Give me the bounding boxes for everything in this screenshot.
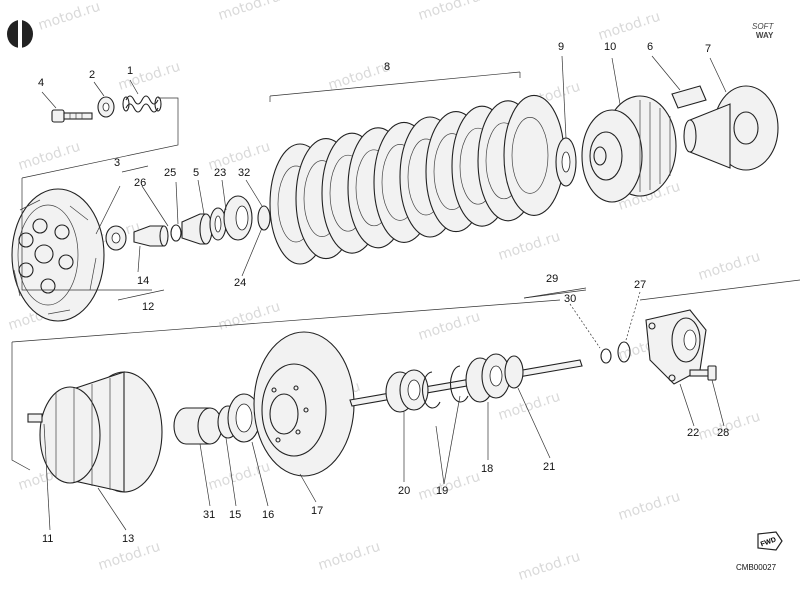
pressure-plate-part-icon <box>11 188 105 322</box>
needle-bearing-part-icon <box>385 369 429 413</box>
watermark-text: motod.ru <box>416 469 482 504</box>
clutch-basket-part-icon <box>27 371 163 493</box>
part-label-19: 19 <box>436 485 448 497</box>
part-label-22: 22 <box>687 427 699 439</box>
thrust-bearing-part-icon <box>223 195 253 241</box>
bushing-part-icon <box>105 225 127 251</box>
part-label-32: 32 <box>238 167 250 179</box>
watermark-text: motod.ru <box>16 139 82 174</box>
leader-lines <box>41 55 727 531</box>
part-label-25: 25 <box>164 167 176 179</box>
part-label-1: 1 <box>127 65 133 77</box>
primary-gear-part-icon <box>253 331 355 477</box>
part-label-7: 7 <box>705 43 711 55</box>
part-label-23: 23 <box>214 167 226 179</box>
part-label-11: 11 <box>42 533 53 545</box>
clutch-housing-part-icon <box>683 85 779 171</box>
part-label-4: 4 <box>38 77 44 89</box>
brand-line-1: SOFT <box>752 22 774 31</box>
shim-part-icon <box>671 85 707 109</box>
washer-part-icon <box>97 96 115 118</box>
part-label-27: 27 <box>634 279 646 291</box>
brand-mark: SOFT WAY <box>752 22 773 40</box>
part-label-21: 21 <box>543 461 555 473</box>
part-label-9: 9 <box>558 41 564 53</box>
logo-mark-icon <box>7 20 33 48</box>
part-label-8: 8 <box>384 61 390 73</box>
part-label-17: 17 <box>311 505 323 517</box>
watermark-text: motod.ru <box>216 299 282 334</box>
watermark-text: motod.ru <box>416 309 482 344</box>
part-label-6: 6 <box>647 41 653 53</box>
part-label-20: 20 <box>398 485 410 497</box>
o-ring-small-part-icon <box>600 348 612 364</box>
watermark-text: motod.ru <box>596 9 662 44</box>
part-label-13: 13 <box>122 533 134 545</box>
watermark-text: motod.ru <box>416 0 482 24</box>
watermark-text: motod.ru <box>316 539 382 574</box>
thrust-washer-part-icon <box>209 207 227 241</box>
part-label-24: 24 <box>234 277 246 289</box>
ball-bearing-part-icon <box>465 353 511 403</box>
watermark-text: motod.ru <box>496 389 562 424</box>
part-label-5: 5 <box>193 167 199 179</box>
watermark-text: motod.ru <box>216 0 282 24</box>
part-label-31: 31 <box>203 509 215 521</box>
release-cover-part-icon <box>645 309 707 385</box>
watermark-text: motod.ru <box>206 459 272 494</box>
clutch-plate-pack-icon <box>269 94 565 265</box>
watermark-text: motod.ru <box>516 549 582 584</box>
screw-part-icon <box>51 109 93 123</box>
friction-plate-icon <box>503 94 565 216</box>
spring-part-icon <box>122 95 162 113</box>
bushing-spacer-part-icon <box>504 355 524 389</box>
part-label-26: 26 <box>134 177 146 189</box>
nut-part-icon <box>257 205 271 231</box>
hub-washer-part-icon <box>555 137 577 187</box>
part-label-29: 29 <box>546 273 558 285</box>
brand-line-2: WAY <box>755 31 774 40</box>
watermark-text: motod.ru <box>496 229 562 264</box>
part-label-12: 12 <box>142 301 154 313</box>
part-label-14: 14 <box>137 275 149 287</box>
forward-arrow-icon: FWD <box>757 531 783 551</box>
bearing-sleeve-part-icon <box>181 213 213 245</box>
part-label-15: 15 <box>229 509 241 521</box>
bearing-race-part-icon <box>173 407 223 445</box>
circlip-part-icon <box>422 365 469 409</box>
pushrod-tip-part-icon <box>133 225 169 247</box>
part-label-3: 3 <box>114 157 120 169</box>
part-label-10: 10 <box>604 41 616 53</box>
watermark-text: motod.ru <box>696 249 762 284</box>
watermark-text: motod.ru <box>36 0 102 34</box>
snap-ring-part-icon <box>617 341 631 363</box>
part-label-18: 18 <box>481 463 493 475</box>
clutch-hub-part-icon <box>581 95 677 203</box>
watermark-text: motod.ru <box>616 489 682 524</box>
watermark-text: motod.ru <box>696 409 762 444</box>
watermark-layer: motod.ru motod.ru motod.ru motod.ru motod.ru… <box>6 0 762 584</box>
plate-bore-icon <box>511 117 549 194</box>
part-label-2: 2 <box>89 69 95 81</box>
part-label-28: 28 <box>717 427 729 439</box>
part-label-30: 30 <box>564 293 576 305</box>
o-ring-part-icon <box>170 224 182 242</box>
watermark-text: motod.ru <box>326 59 392 94</box>
drawing-code: CMB00027 <box>736 563 777 572</box>
spacer-ring-part-icon <box>227 393 261 443</box>
part-label-16: 16 <box>262 509 274 521</box>
